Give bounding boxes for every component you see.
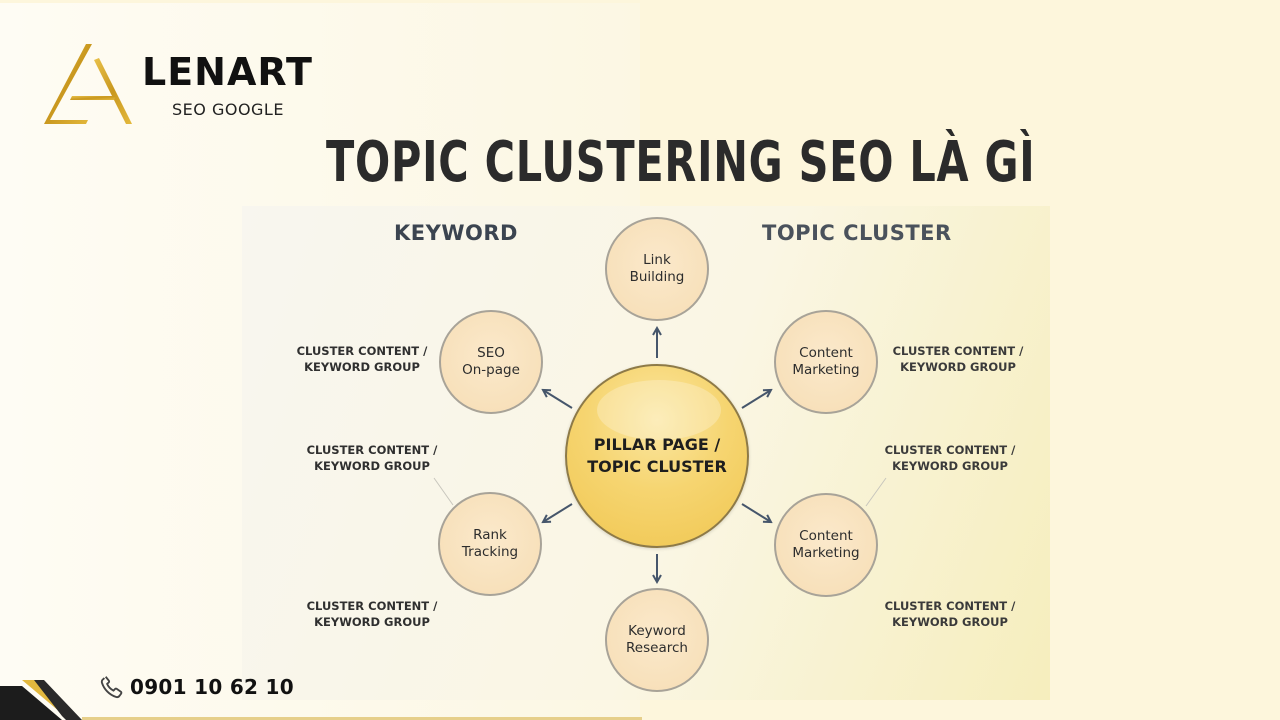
- cluster-label-right-top: CLUSTER CONTENT / KEYWORD GROUP: [892, 344, 1024, 374]
- footer-line: [82, 717, 642, 720]
- cluster-label-left-bottom: CLUSTER CONTENT / KEYWORD GROUP: [306, 599, 438, 629]
- node-label: Content Marketing: [792, 528, 860, 561]
- brand-tagline: SEO GOOGLE: [172, 100, 284, 119]
- contact-phone[interactable]: 0901 10 62 10: [98, 672, 294, 702]
- brand-name: LENART: [142, 50, 313, 94]
- node-rank-tracking: Rank Tracking: [438, 492, 542, 596]
- triangle-a-logo-icon: [44, 44, 132, 124]
- brand-logo: LENART SEO GOOGLE: [42, 42, 332, 128]
- faded-watermark: [40, 285, 240, 425]
- topic-cluster-heading: TOPIC CLUSTER: [762, 221, 952, 245]
- cluster-label-right-middle: CLUSTER CONTENT / KEYWORD GROUP: [884, 443, 1016, 473]
- pillar-page-center-node: PILLAR PAGE / TOPIC CLUSTER: [565, 364, 749, 548]
- phone-icon: [100, 676, 123, 699]
- phone-number: 0901 10 62 10: [130, 675, 294, 699]
- node-keyword-research: Keyword Research: [605, 588, 709, 692]
- footer-corner-decoration: [0, 680, 82, 720]
- node-content-marketing-bottom: Content Marketing: [774, 493, 878, 597]
- node-link-building: Link Building: [605, 217, 709, 321]
- page-title: TOPIC CLUSTERING SEO LÀ GÌ: [326, 130, 1036, 195]
- node-label: Link Building: [629, 252, 685, 285]
- node-label: Rank Tracking: [461, 527, 519, 560]
- node-label: SEO On-page: [462, 345, 520, 378]
- node-content-marketing-top: Content Marketing: [774, 310, 878, 414]
- cluster-label-left-middle: CLUSTER CONTENT / KEYWORD GROUP: [306, 443, 438, 473]
- keyword-heading: KEYWORD: [394, 221, 518, 245]
- node-label: Content Marketing: [792, 345, 860, 378]
- node-label: Keyword Research: [626, 623, 688, 656]
- pillar-label: PILLAR PAGE / TOPIC CLUSTER: [587, 435, 727, 476]
- node-seo-on-page: SEO On-page: [439, 310, 543, 414]
- cluster-label-left-top: CLUSTER CONTENT / KEYWORD GROUP: [296, 344, 428, 374]
- cluster-label-right-bottom: CLUSTER CONTENT / KEYWORD GROUP: [884, 599, 1016, 629]
